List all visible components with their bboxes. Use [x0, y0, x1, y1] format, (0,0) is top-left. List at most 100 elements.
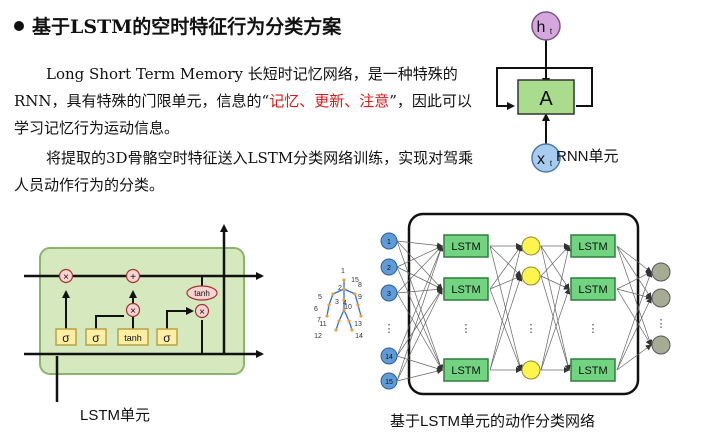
section-heading: 基于LSTM的空时特征行为分类方案: [14, 12, 341, 39]
output-node: [651, 288, 671, 308]
network-connection: [540, 245, 570, 290]
skeleton-joint-label: 6: [314, 306, 318, 313]
forget-multiply-label: ×: [63, 272, 69, 283]
network-connection: [396, 240, 443, 290]
network-connection: [396, 245, 444, 382]
rnn-output-subscript: t: [550, 27, 553, 36]
network-connection: [489, 275, 522, 290]
rnn-unit-diagram: A h t x t: [496, 11, 593, 173]
lstm-unit-box: [570, 358, 616, 382]
lstm-unit-box: [443, 234, 489, 258]
skeleton-joint-label: 15: [351, 277, 359, 284]
lstm-unit-box: [443, 277, 489, 301]
network-connection: [540, 275, 570, 290]
input-node: [380, 258, 398, 276]
ellipsis-dots: ⋮: [656, 318, 667, 330]
network-connection: [396, 288, 443, 357]
skeleton-joint-label: 11: [319, 321, 326, 328]
skeleton-joint: [342, 308, 346, 312]
skeleton-bone: [326, 304, 330, 317]
output-node: [651, 262, 671, 282]
lstm-unit-label: LSTM: [578, 284, 607, 296]
network-caption: 基于LSTM单元的动作分类网络: [390, 413, 596, 430]
skeleton-joint: [350, 328, 354, 332]
ellipsis-dots: ⋮: [384, 323, 395, 335]
input-multiply-label: ×: [130, 306, 136, 317]
skeleton-joint-label: 7: [317, 317, 321, 324]
input-node-label: 3: [387, 291, 391, 298]
network-frame: [407, 212, 640, 396]
highlight-text: 记忆、更新、注意: [269, 92, 390, 110]
rnn-input-node: [531, 143, 561, 173]
intro-paragraph: Long Short Term Memory 长短时记忆网络，是一种特殊的RNN…: [14, 61, 479, 142]
network-connection: [396, 368, 443, 382]
input-node: [380, 284, 398, 302]
skeleton-joint-label: 9: [358, 294, 362, 301]
heading-text: 基于LSTM的空时特征行为分类方案: [32, 16, 342, 38]
input-gate-box: [85, 328, 107, 346]
forget-multiply-op: [58, 268, 74, 284]
network-connection: [396, 288, 443, 382]
skeleton-bone: [354, 293, 359, 306]
network-connection: [396, 286, 443, 294]
lstm-unit-label: LSTM: [578, 365, 607, 377]
rnn-input-label: x: [537, 151, 545, 168]
lstm-unit-label: LSTM: [451, 365, 480, 377]
add-op: [125, 268, 141, 284]
network-connection: [396, 240, 443, 249]
network-connection: [616, 344, 652, 371]
network-connection: [396, 266, 443, 290]
hidden-node: [521, 266, 541, 286]
network-connection: [540, 245, 571, 371]
network-connection: [396, 245, 443, 268]
forget-gate-box: [55, 328, 77, 346]
input-node: [380, 232, 398, 250]
ellipsis-dots: ⋮: [461, 323, 472, 335]
lstm-unit-box: [570, 234, 616, 258]
lstm-unit-box: [570, 277, 616, 301]
network-connection: [489, 245, 522, 277]
skeleton-joint: [334, 328, 338, 332]
network-connection: [540, 288, 571, 371]
skeleton-joint-label: 14: [355, 333, 363, 340]
skeleton-joint: [359, 314, 363, 318]
network-connection: [396, 245, 443, 357]
rnn-output-node: [531, 11, 561, 41]
output-node: [651, 335, 671, 355]
network-connection: [489, 245, 523, 371]
input-node-label: 15: [385, 379, 393, 386]
skeleton-joint-label: 5: [318, 294, 322, 301]
lstm-unit-label: LSTM: [578, 241, 607, 253]
rnn-caption: RNN单元: [556, 148, 619, 165]
rnn-loop-arrow: [496, 67, 593, 110]
skeleton-joint-label: 2: [338, 285, 342, 292]
input-gate-label: σ: [92, 331, 100, 345]
network-connection: [396, 266, 443, 371]
skeleton-joint: [342, 278, 346, 282]
skeleton-joint-label: 12: [314, 333, 322, 340]
rnn-input-subscript: t: [550, 159, 553, 168]
skeleton-joint: [327, 303, 331, 307]
lstm-unit-box: [443, 358, 489, 382]
skeleton-joint-label: 10: [344, 304, 352, 311]
output-gate-label: σ: [163, 331, 171, 345]
network-connection: [396, 292, 443, 371]
network-connection: [489, 288, 523, 371]
network-connection: [540, 275, 571, 371]
skeleton-joint: [342, 287, 346, 291]
output-multiply-op: [194, 303, 210, 319]
rnn-cell-label: A: [539, 88, 553, 110]
rnn-output-label: h: [537, 19, 546, 36]
ellipsis-dots: ⋮: [526, 323, 537, 335]
output-gate-box: [156, 328, 178, 346]
network-connection: [616, 245, 653, 346]
bullet-icon: [14, 21, 24, 31]
output-multiply-label: ×: [199, 307, 205, 318]
network-connection: [396, 245, 443, 294]
network-connection: [616, 288, 652, 300]
intro-text-before: Long Short Term Memory 长短时记忆网络，是一种特殊的RNN…: [14, 65, 458, 110]
tanh-op-label: tanh: [194, 289, 210, 298]
network-connection: [540, 245, 570, 277]
skeleton-joint: [337, 319, 341, 323]
